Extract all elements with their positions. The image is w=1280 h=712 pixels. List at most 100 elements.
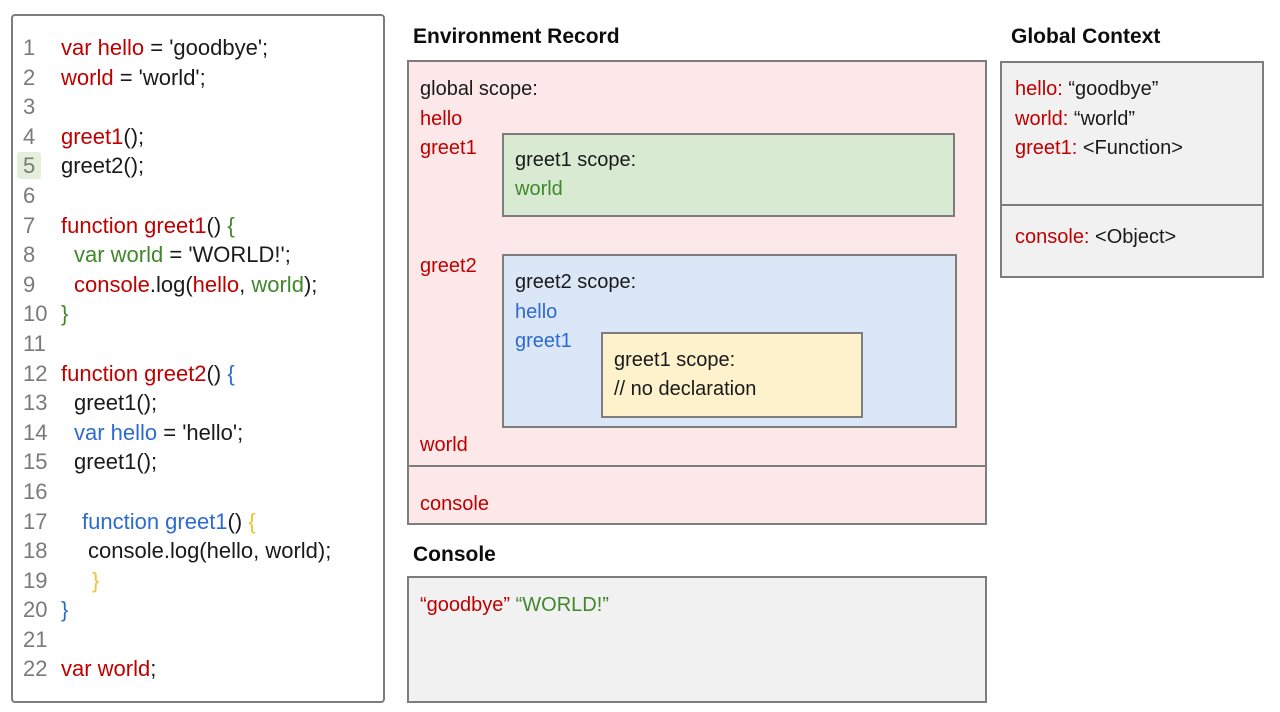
code-line-text: var world = 'WORLD!'; [74, 240, 291, 270]
code-token: } [61, 597, 69, 623]
line-number: 1 [23, 35, 36, 60]
code-token: console [74, 271, 150, 297]
line-number: 7 [23, 212, 36, 238]
code-line: 8 var world = 'WORLD!'; [23, 240, 379, 270]
code-editor-panel: 1 var hello = 'goodbye'; 2 world = 'world';… [11, 14, 385, 703]
code-line-text: greet1(); [61, 122, 144, 152]
code-line: 14 var hello = 'hello'; [23, 418, 379, 448]
code-line-text: console.log(hello, world); [88, 536, 331, 566]
global-context-row: hello: “goodbye” [1015, 75, 1262, 105]
code-line-text: function greet2() { [61, 359, 235, 389]
variable-value: <Object> [1089, 226, 1177, 248]
console-output-box [407, 576, 987, 703]
global-context-console-box: console: <Object> [1000, 204, 1264, 278]
global-scope-label: global scope: [420, 78, 538, 100]
global-var-hello: hello [420, 108, 463, 130]
line-number: 21 [23, 626, 48, 652]
code-line-text: function greet1() { [61, 211, 235, 241]
code-lines: 1 var hello = 'goodbye'; 2 world = 'world';… [17, 33, 379, 684]
code-token: hello [192, 271, 240, 297]
code-token: { [248, 508, 256, 534]
code-token: var world [61, 656, 151, 682]
global-var-world: world [420, 434, 468, 456]
code-line: 22 var world; [23, 654, 379, 684]
code-token: = 'WORLD!'; [163, 242, 291, 268]
code-line: 20} [23, 595, 379, 625]
greet1-scope-box [502, 133, 955, 217]
code-line: 1 var hello = 'goodbye'; [23, 33, 379, 63]
global-var-console: console [420, 493, 489, 515]
code-line: 3 [23, 92, 379, 122]
line-number: 12 [23, 360, 48, 386]
console-variable-box [407, 465, 987, 525]
code-token: .log( [149, 271, 193, 297]
line-number: 6 [23, 182, 36, 208]
greet1-scope-label: greet1 scope: [515, 149, 637, 171]
code-token: = 'hello'; [157, 419, 244, 445]
code-token: () [206, 212, 228, 238]
code-line-text: } [61, 595, 68, 625]
line-number: 14 [23, 419, 48, 445]
code-token: ; [150, 656, 157, 682]
code-line-text: console.log(hello, world); [74, 270, 317, 300]
inner-greet1-scope-comment: // no declaration [614, 378, 757, 400]
line-number: 2 [23, 64, 36, 90]
code-line: 7 function greet1() { [23, 211, 379, 241]
code-line-text: } [92, 566, 99, 596]
line-number: 10 [23, 301, 48, 327]
inner-greet1-scope-box [601, 332, 863, 418]
global-context-variables-box: hello: “goodbye”world: “world”greet1: <F… [1000, 61, 1264, 206]
code-token: = 'goodbye'; [144, 35, 269, 60]
code-line-text: greet1(); [74, 447, 157, 477]
variable-value: “goodbye” [1062, 78, 1159, 100]
code-token: var hello [74, 419, 158, 445]
code-token: function greet1 [61, 212, 207, 238]
global-var-greet1: greet1 [420, 137, 477, 159]
code-line: 16 [23, 477, 379, 507]
code-token: { [227, 360, 235, 386]
code-token: greet1(); [74, 390, 158, 416]
global-context-row: console: <Object> [1015, 223, 1262, 253]
code-token: () [227, 508, 249, 534]
global-context-title: Global Context [1011, 25, 1161, 48]
code-token: = 'world'; [113, 64, 206, 90]
code-token: function greet2 [61, 360, 207, 386]
line-number: 4 [23, 123, 36, 149]
greet1-scope-var-world: world [515, 178, 563, 200]
code-token: function greet1 [82, 508, 228, 534]
code-token: } [61, 301, 69, 327]
code-token: console.log(hello, world); [88, 538, 332, 564]
code-token: greet1(); [74, 449, 158, 475]
console-output: “goodbye” “WORLD!” [420, 591, 609, 621]
line-number: 8 [23, 242, 36, 268]
code-token: greet1 [61, 123, 124, 149]
line-number: 17 [23, 508, 48, 534]
line-number: 22 [23, 656, 48, 682]
code-line-text: var world; [61, 654, 156, 684]
console-title: Console [413, 543, 496, 566]
code-token: world [251, 271, 304, 297]
code-line: 4 greet1(); [23, 122, 379, 152]
line-number: 20 [23, 597, 48, 623]
greet2-scope-label: greet2 scope: [515, 271, 637, 293]
code-line: 19} [23, 566, 379, 596]
code-line: 17 function greet1() { [23, 507, 379, 537]
global-context-row: greet1: <Function> [1015, 134, 1262, 164]
code-token: var hello [61, 35, 145, 60]
line-number: 3 [23, 94, 36, 120]
code-token: “WORLD!” [515, 594, 609, 616]
line-number: 11 [23, 330, 46, 356]
variable-name: hello: [1015, 78, 1063, 100]
code-line-text: function greet1() { [82, 507, 256, 537]
code-line: 11 [23, 329, 379, 359]
inner-greet1-scope-label: greet1 scope: [614, 349, 736, 371]
variable-name: greet1: [1015, 137, 1078, 159]
global-context-row: world: “world” [1015, 105, 1262, 135]
global-var-greet2: greet2 [420, 255, 477, 277]
greet2-scope-var-greet1: greet1 [515, 330, 572, 352]
code-token: var world [74, 242, 164, 268]
